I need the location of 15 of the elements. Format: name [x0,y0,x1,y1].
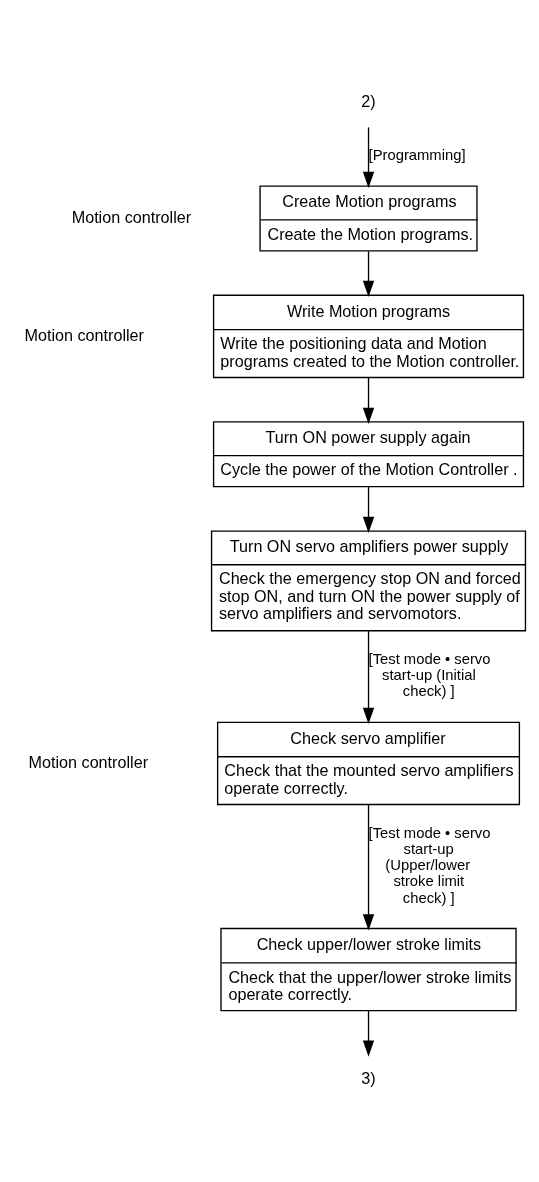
arrow [362,1010,375,1057]
arrow [362,250,375,297]
arrow [362,804,375,931]
arrow [362,126,375,189]
arrow [362,486,375,533]
arrow [362,630,375,724]
edge-label: [Test mode • servo start-up (Initial check) ] [368,651,491,700]
edge-label: [Programming] [368,147,466,164]
node-text: 3) [361,1068,376,1087]
label: Motion controller [24,325,144,344]
label: Motion controller [71,207,192,226]
label: Motion controller [28,752,149,771]
arrow [362,377,375,424]
node-text: 2) [361,91,376,110]
edge-label: [Test mode • servo start-up (Upper/lower stroke limit check) ] [368,824,491,906]
